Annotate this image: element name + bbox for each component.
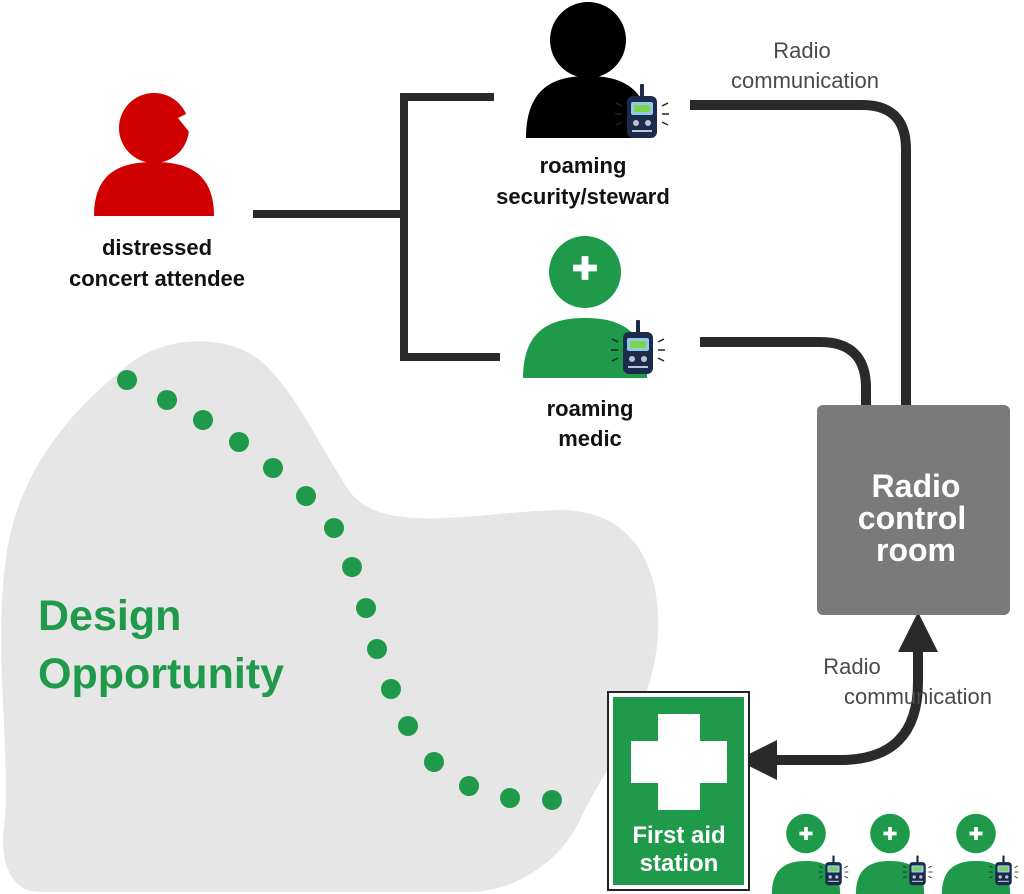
- radio-top-label-line1: Radio: [773, 38, 830, 63]
- path-dot: [424, 752, 444, 772]
- first-aid-label-line1: First aid: [632, 822, 725, 849]
- radio-link-medic: [700, 337, 871, 405]
- path-dot: [157, 390, 177, 410]
- radio-top-label-line2: communication: [731, 68, 879, 93]
- path-dot: [296, 486, 316, 506]
- small-medic-icon-2: [855, 813, 933, 894]
- path-dot: [263, 458, 283, 478]
- path-dot: [459, 776, 479, 796]
- path-dot: [193, 410, 213, 430]
- first-aid-cross-icon: [631, 714, 727, 810]
- distressed-attendee-person-icon: [94, 93, 214, 216]
- small-medic-icon-1: [771, 813, 849, 894]
- attendee-branch-connector: [253, 93, 500, 361]
- attendee-label-line1: distressed: [102, 235, 212, 260]
- security-person-icon: [526, 2, 650, 138]
- path-dot: [117, 370, 137, 390]
- path-dot: [542, 790, 562, 810]
- control-room-label-line3: room: [876, 532, 956, 568]
- radio-bottom-label-line1: Radio: [823, 654, 880, 679]
- design-opportunity-dotted-path: [117, 370, 562, 810]
- design-opportunity-label-1: Design: [38, 592, 181, 640]
- attendee-label-line2: concert attendee: [69, 266, 245, 291]
- security-label-line1: roaming: [540, 153, 627, 178]
- path-dot: [367, 639, 387, 659]
- security-label-line2: security/steward: [496, 184, 670, 209]
- radio-link-security: [690, 100, 911, 405]
- small-medic-icon-3: [941, 813, 1019, 894]
- path-dot: [229, 432, 249, 452]
- path-dot: [381, 679, 401, 699]
- path-dot: [398, 716, 418, 736]
- radio-link-first-aid: [737, 612, 938, 780]
- design-opportunity-label-2: Opportunity: [38, 650, 284, 698]
- path-dot: [356, 598, 376, 618]
- medic-label-line2: medic: [558, 426, 622, 451]
- radio-bottom-label-line2: communication: [844, 684, 992, 709]
- path-dot: [342, 557, 362, 577]
- control-room-label-line1: Radio: [872, 468, 961, 504]
- path-dot: [324, 518, 344, 538]
- first-aid-label-line2: station: [640, 850, 719, 877]
- radio-control-room-box: [817, 405, 1010, 615]
- control-room-label-line2: control: [858, 500, 966, 536]
- medic-label-line1: roaming: [547, 396, 634, 421]
- path-dot: [500, 788, 520, 808]
- design-opportunity-blob: [1, 341, 659, 892]
